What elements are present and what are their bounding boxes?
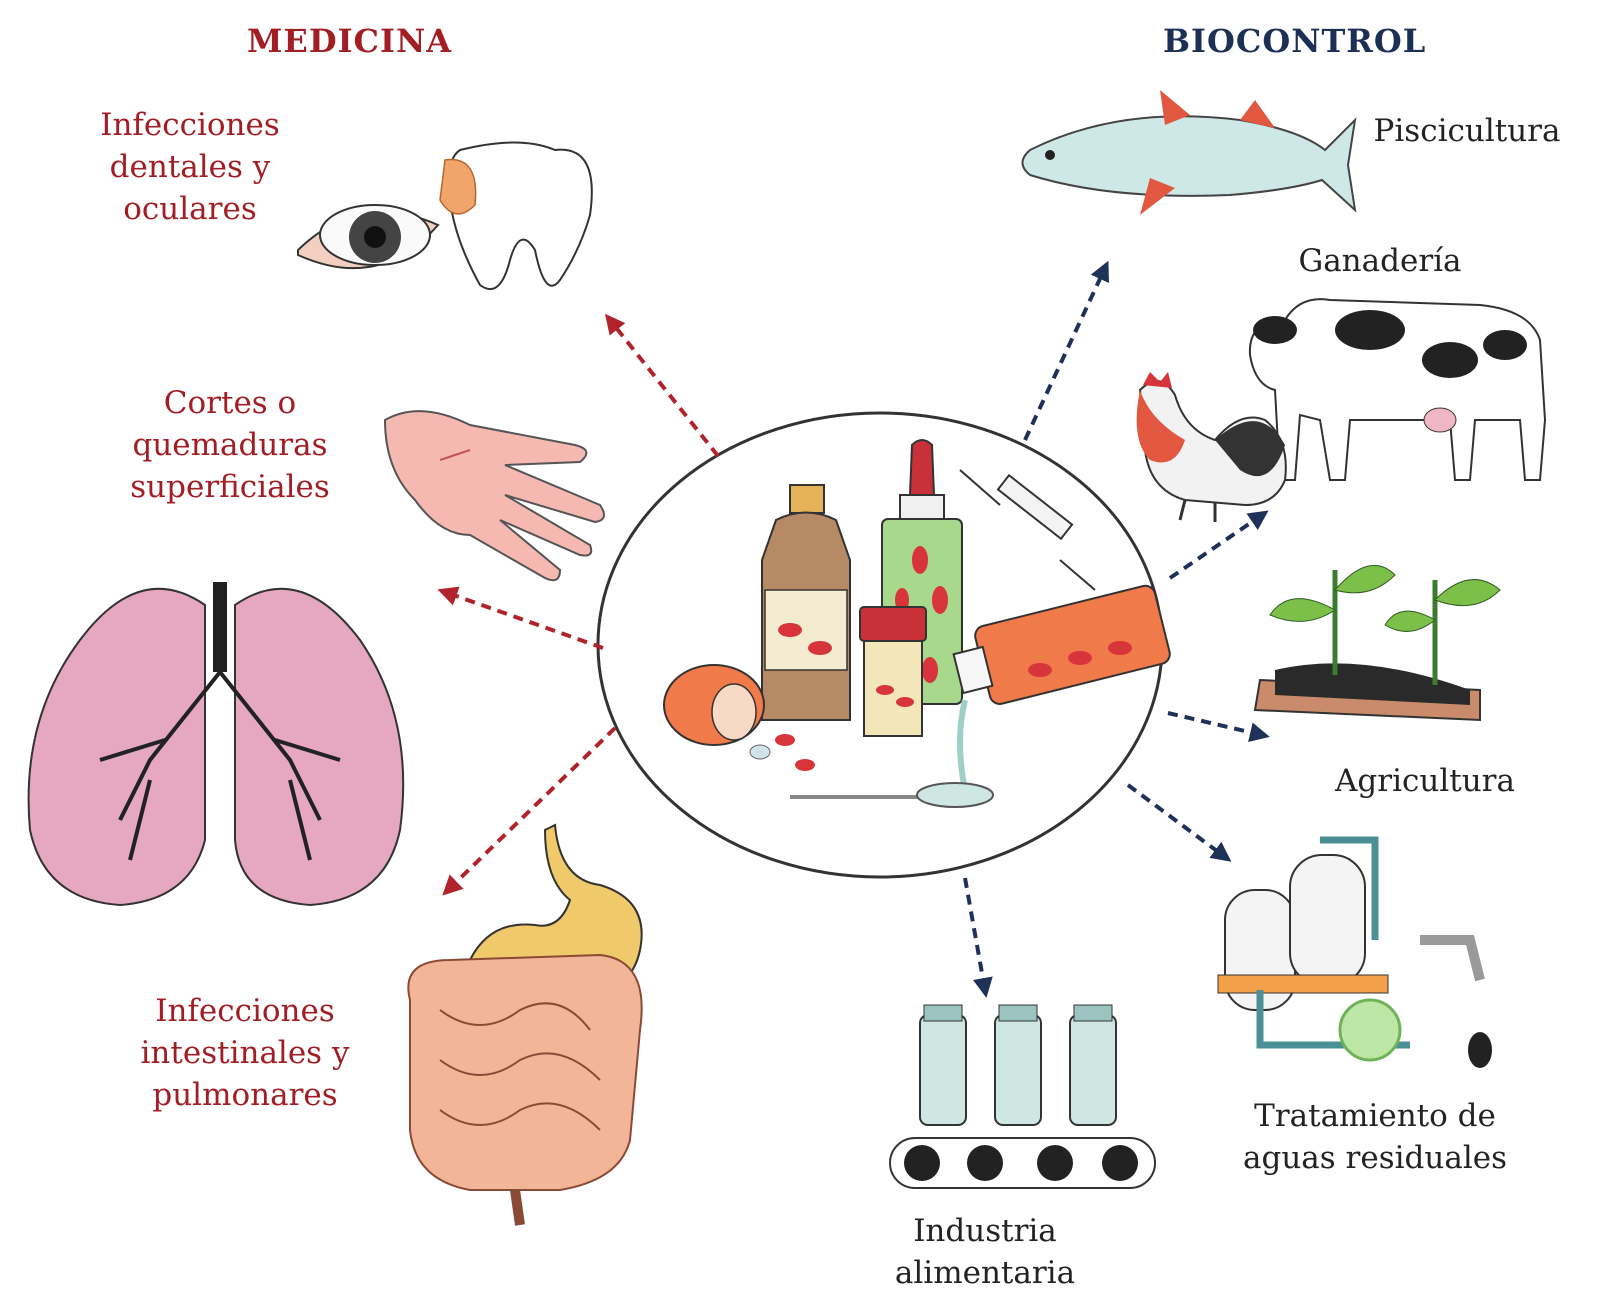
spoon-icon [790, 782, 994, 808]
medicine-heading: MEDICINA [247, 22, 453, 60]
biocontrol-heading: BIOCONTROL [1163, 22, 1427, 60]
fish-icon [1021, 90, 1357, 215]
arrow-to-cuts [437, 586, 604, 650]
medicine-arrows [437, 313, 720, 896]
dental-ocular-label: Infecciones dentales y oculares [100, 107, 280, 227]
orange-bottle-icon [952, 584, 1171, 791]
arrow-to-fish [1023, 260, 1110, 441]
pill-jar-icon [859, 606, 927, 737]
arrow-to-dental [605, 313, 720, 458]
tooth-icon [439, 141, 593, 291]
arrow-to-water [1126, 783, 1232, 862]
agriculture-label: Agricultura [1335, 763, 1515, 799]
syringe-icon [959, 469, 1096, 591]
brown-bottle-icon [761, 484, 851, 721]
fish-label: Piscicultura [1373, 113, 1561, 149]
arrow-to-food [963, 877, 993, 998]
arrow-to-livestock [1168, 510, 1269, 580]
cuts-burns-label: Cortes o quemaduras superficiales [130, 385, 330, 505]
intestinal-pulmonary-label: Infecciones intestinales y pulmonares [140, 993, 350, 1113]
spilled-pill-bottle-icon [663, 664, 815, 771]
lungs-icon [27, 582, 405, 907]
water-treatment-icon [1217, 836, 1492, 1068]
rooster-icon [1136, 372, 1287, 522]
plants-icon [1253, 565, 1501, 722]
livestock-label: Ganadería [1298, 243, 1462, 279]
arrow-to-intestinal [442, 726, 617, 896]
biocontrol-arrows [963, 260, 1270, 998]
food-industry-label: Industria alimentaria [894, 1213, 1076, 1291]
cow-icon [1248, 298, 1547, 481]
central-medicines-illustration [596, 411, 1171, 879]
food-industry-icon [889, 1004, 1156, 1189]
eye-icon [297, 204, 440, 270]
diagram-canvas [27, 90, 1547, 1226]
hand-icon [383, 410, 605, 582]
water-treatment-label: Tratamiento de aguas residuales [1243, 1098, 1507, 1176]
digestive-system-icon [407, 823, 643, 1226]
arrow-to-agriculture [1167, 711, 1270, 743]
